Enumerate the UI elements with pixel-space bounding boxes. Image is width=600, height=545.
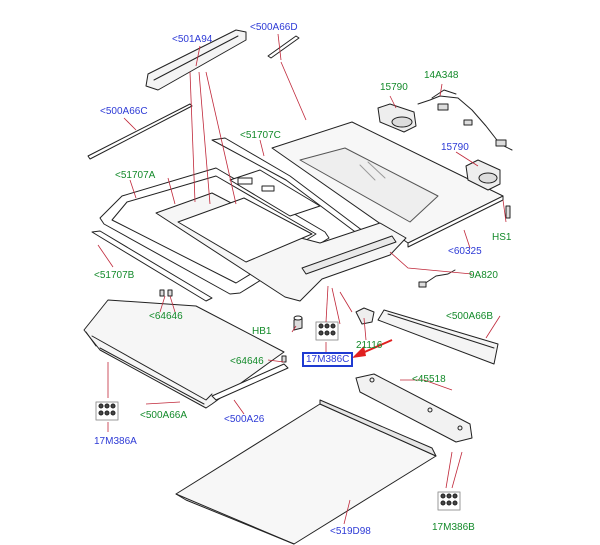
part-label-500a66d[interactable]: <500A66D [250, 22, 298, 33]
part-label-17m386a[interactable]: 17M386A [94, 436, 137, 447]
part-label-15790-a[interactable]: 15790 [380, 82, 408, 93]
part-label-500a66a[interactable]: <500A66A [140, 410, 187, 421]
fastener-pack-a [95, 401, 119, 421]
part-label-51707b[interactable]: <51707B [94, 270, 135, 281]
part-label-501a94[interactable]: <501A94 [172, 34, 213, 45]
glass-tint-area [299, 147, 439, 223]
part-label-60325[interactable]: <60325 [448, 246, 482, 257]
part-label-45518[interactable]: <45518 [412, 374, 446, 385]
part-label-500a66c[interactable]: <500A66C [100, 106, 148, 117]
part-label-15790-b[interactable]: 15790 [441, 142, 469, 153]
clip-21116 [355, 307, 375, 325]
bracket-45518 [355, 373, 473, 443]
part-label-hb1[interactable]: HB1 [252, 326, 272, 337]
screw-hs1 [505, 205, 511, 219]
frame-opening [177, 197, 313, 263]
part-label-9a820[interactable]: 9A820 [469, 270, 498, 281]
part-label-64646-a[interactable]: <64646 [149, 311, 183, 322]
part-label-17m386b[interactable]: 17M386B [432, 522, 475, 533]
seal-51707b [91, 230, 213, 302]
fastener-pack-b [437, 491, 461, 511]
glass-panel-edge [407, 195, 504, 248]
clips-64646-b [281, 355, 287, 363]
roller-blind [175, 403, 437, 545]
strip-500a66c [87, 103, 193, 160]
part-label-500a26[interactable]: <500A26 [224, 414, 265, 425]
leader-lines [97, 33, 507, 525]
strip-500a66b [377, 309, 499, 365]
part-label-51707a[interactable]: <51707A [115, 170, 156, 181]
fastener-pack-c [315, 321, 339, 341]
highlight-arrow [352, 339, 393, 358]
deflector-500a66a [83, 299, 285, 409]
seal-500a26 [211, 363, 289, 401]
part-label-51707c[interactable]: <51707C [240, 130, 281, 141]
clips-64646-a [159, 289, 173, 297]
part-label-17m386c-highlighted[interactable]: 17M386C [302, 352, 354, 367]
part-label-519d98[interactable]: <519D98 [330, 526, 371, 537]
part-label-hs1[interactable]: HS1 [492, 232, 512, 243]
part-label-14a348[interactable]: 14A348 [424, 70, 459, 81]
part-label-500a66b[interactable]: <500A66B [446, 311, 493, 322]
part-label-21116[interactable]: 21116 [356, 340, 383, 351]
strip-500a66d [267, 35, 300, 59]
part-label-64646-b[interactable]: <64646 [230, 356, 264, 367]
